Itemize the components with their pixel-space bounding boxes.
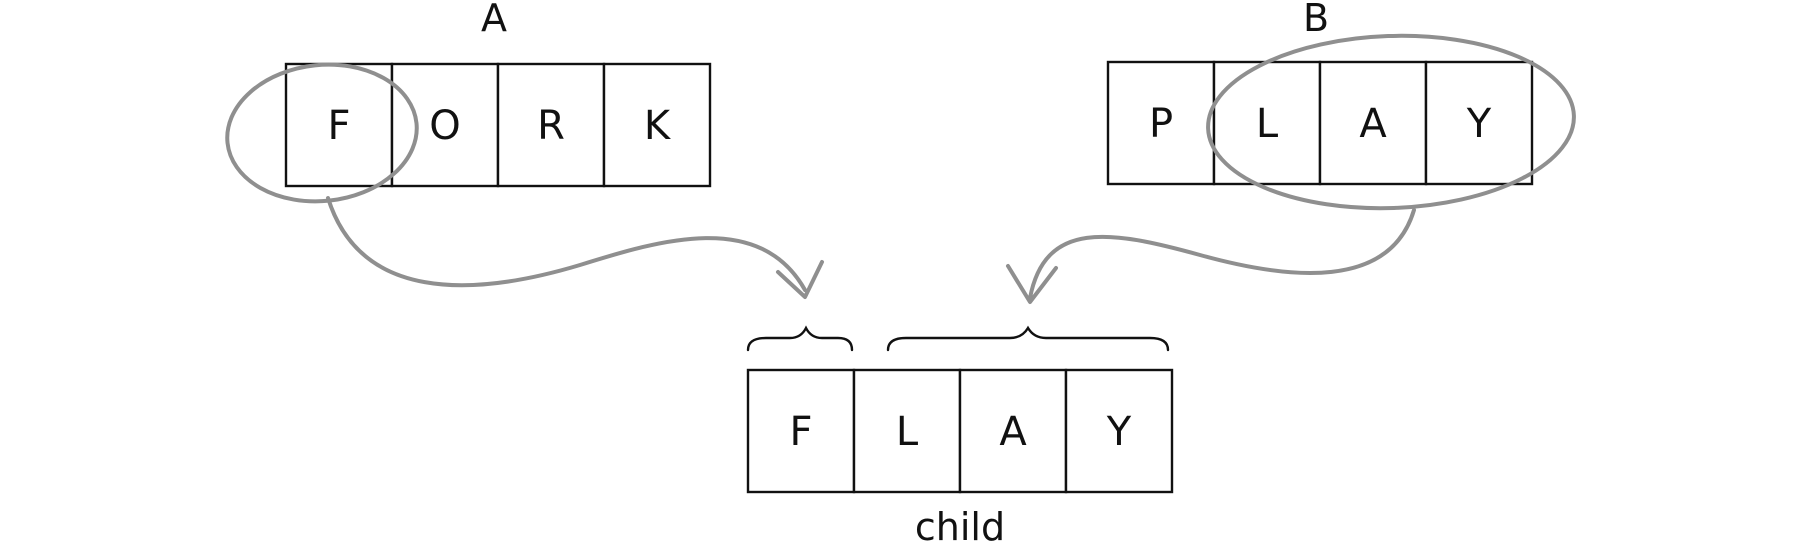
- child-cell-2: L: [852, 368, 962, 494]
- child-letter-3: A: [999, 409, 1027, 455]
- child-letter-4: Y: [1106, 409, 1132, 455]
- parent-b-cell-3: A: [1318, 60, 1428, 186]
- parent-b: B P L A Y: [1106, 0, 1534, 186]
- parent-a-letter-1: F: [327, 103, 350, 149]
- selection-ellipse-b: [1206, 33, 1576, 211]
- parent-a-letter-2: O: [429, 103, 460, 149]
- parent-a-cell-3: R: [496, 62, 606, 188]
- child-label: child: [915, 505, 1005, 543]
- arrow-a-to-child: [326, 196, 807, 292]
- child: F L A Y child: [746, 368, 1174, 543]
- parent-b-letter-1: P: [1149, 101, 1173, 147]
- child-brace-left: [746, 325, 854, 352]
- parent-b-letter-3: A: [1359, 101, 1387, 147]
- child-letter-1: F: [789, 409, 812, 455]
- parent-b-letter-4: Y: [1466, 101, 1492, 147]
- parent-a-cell-1: F: [284, 62, 394, 188]
- arrow-b-to-child: [1028, 208, 1416, 300]
- parent-b-cell-4: Y: [1424, 60, 1534, 186]
- child-cell-3: A: [958, 368, 1068, 494]
- parent-a-letter-4: K: [644, 103, 672, 149]
- parent-a: A F O R K: [284, 0, 712, 188]
- child-letter-2: L: [896, 409, 919, 455]
- child-cell-1: F: [746, 368, 856, 494]
- parent-a-letter-3: R: [537, 103, 565, 149]
- parent-b-cell-1: P: [1106, 60, 1216, 186]
- parent-a-cell-4: K: [602, 62, 712, 188]
- child-cell-4: Y: [1064, 368, 1174, 494]
- parent-b-label: B: [1303, 0, 1329, 40]
- parent-b-letter-2: L: [1256, 101, 1279, 147]
- parent-a-label: A: [481, 0, 507, 40]
- arrow-a-head: [776, 260, 824, 299]
- parent-a-cell-2: O: [390, 62, 500, 188]
- child-brace-right: [886, 325, 1170, 352]
- arrow-b-head: [1006, 264, 1058, 304]
